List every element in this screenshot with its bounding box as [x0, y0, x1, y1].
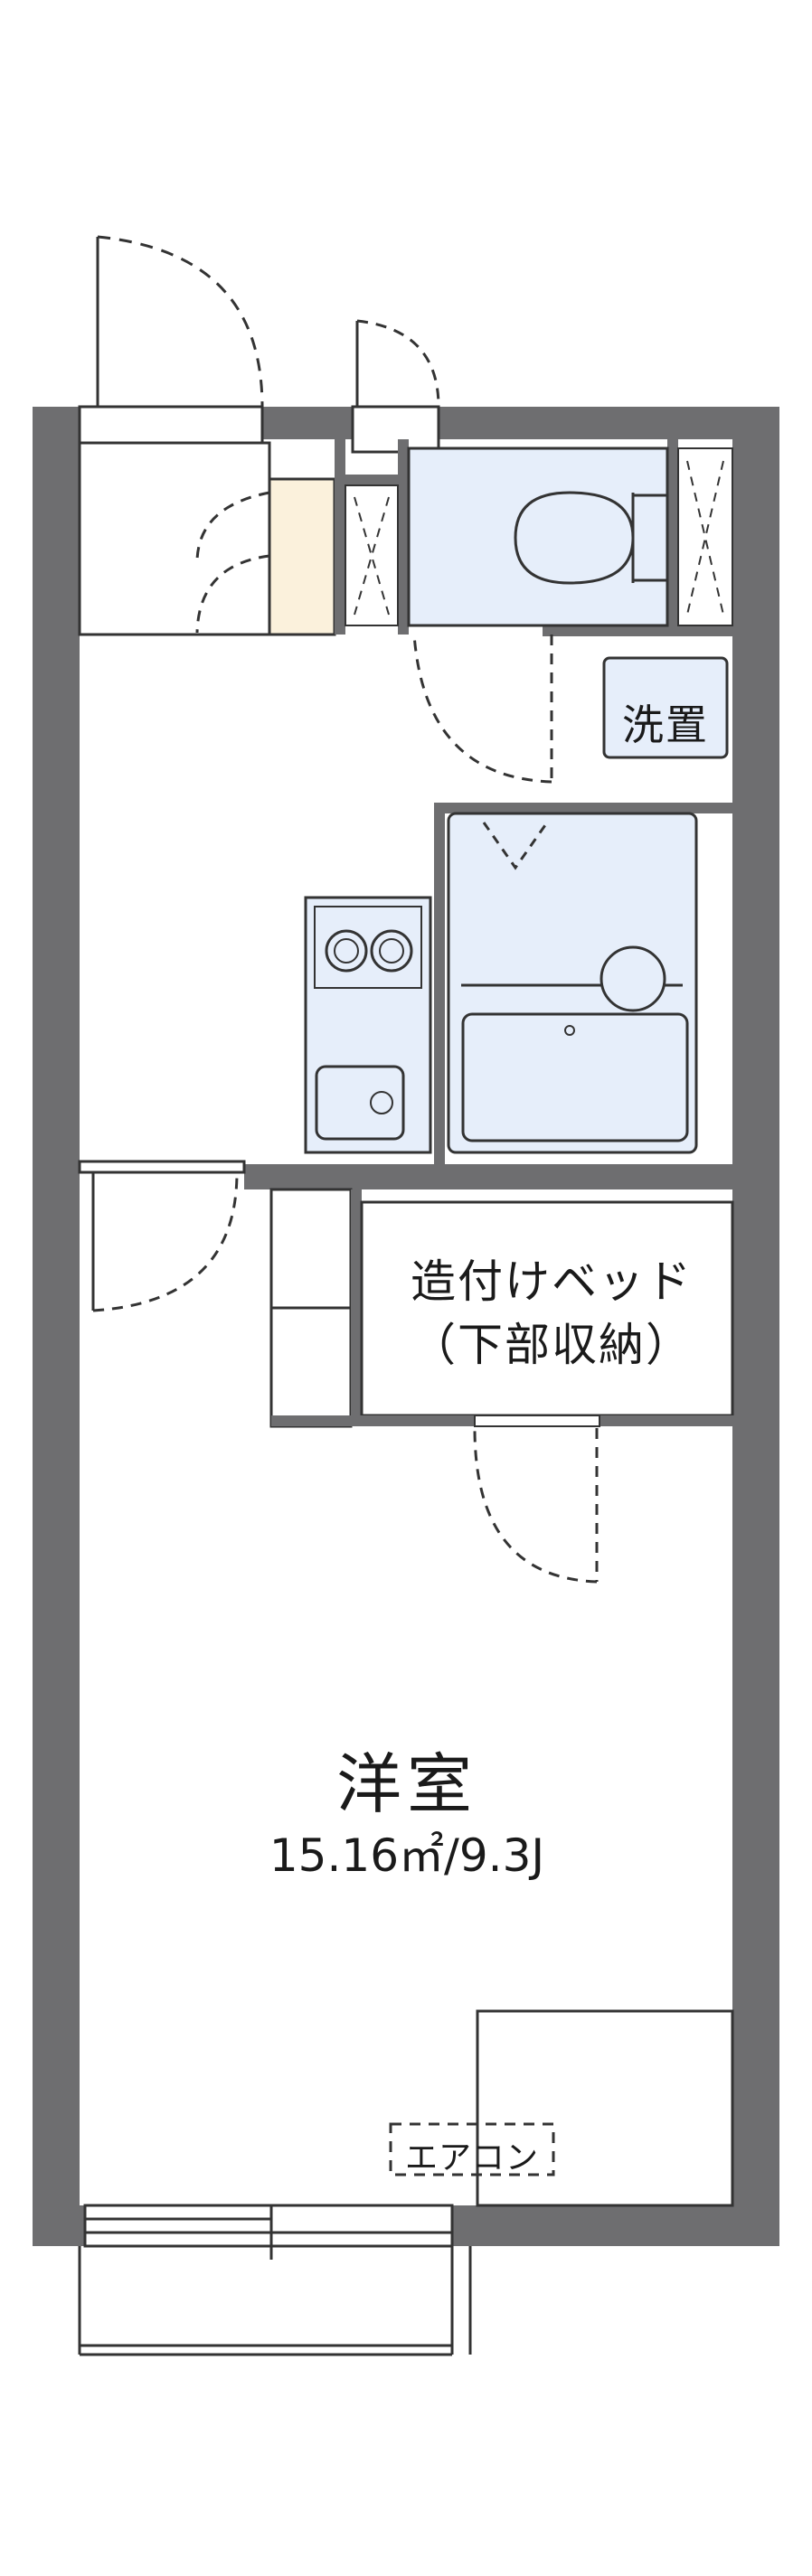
toilet-bowl — [514, 491, 635, 585]
wall-bottom-right — [452, 2205, 779, 2246]
pipe-shaft-right — [677, 447, 733, 626]
entrance-door — [78, 235, 264, 445]
wall-right — [732, 407, 779, 2246]
entry-area — [78, 441, 336, 636]
bath-basin — [600, 945, 666, 1012]
exterior-walls — [33, 407, 779, 2246]
pipe-shaft-left — [345, 484, 399, 626]
built-in-bed — [271, 1200, 741, 1427]
toilet-window — [351, 319, 440, 454]
built-in-bed-label: 造付けベッド — [411, 1255, 693, 1308]
wall-top-mid — [262, 407, 353, 439]
bed-door-swing — [473, 1427, 599, 1584]
kitchen-counter — [304, 896, 432, 1154]
western-room-area: 15.16㎡/9.3J — [269, 1829, 545, 1882]
washroom-label: 洗置 — [622, 700, 709, 749]
built-in-bed-sublabel: （下部収納） — [411, 1319, 693, 1371]
kitchen-sink — [315, 1065, 405, 1141]
wall-top-right — [439, 407, 779, 439]
toilet-door-swing — [412, 634, 553, 784]
aircon-label: エアコン — [404, 2139, 539, 2176]
aircon-area — [389, 2009, 734, 2207]
balcony — [78, 2204, 472, 2356]
bathtub — [461, 1012, 689, 1142]
toilet-room — [407, 447, 669, 627]
toilet-tank — [631, 494, 669, 582]
room-door — [78, 1160, 246, 1312]
toilet-walls — [335, 439, 743, 636]
unit-bath — [447, 812, 698, 1154]
bath-walls — [244, 803, 741, 1189]
wall-bottom-left — [33, 2205, 85, 2246]
western-room-label: 洋室 — [335, 1746, 477, 1822]
stove-burner-2 — [370, 929, 413, 973]
stove-burner-1 — [325, 929, 368, 973]
wall-left — [33, 407, 80, 2246]
entry-floor — [268, 477, 336, 636]
washroom-unit — [602, 656, 729, 759]
side-closet — [269, 1188, 362, 1428]
